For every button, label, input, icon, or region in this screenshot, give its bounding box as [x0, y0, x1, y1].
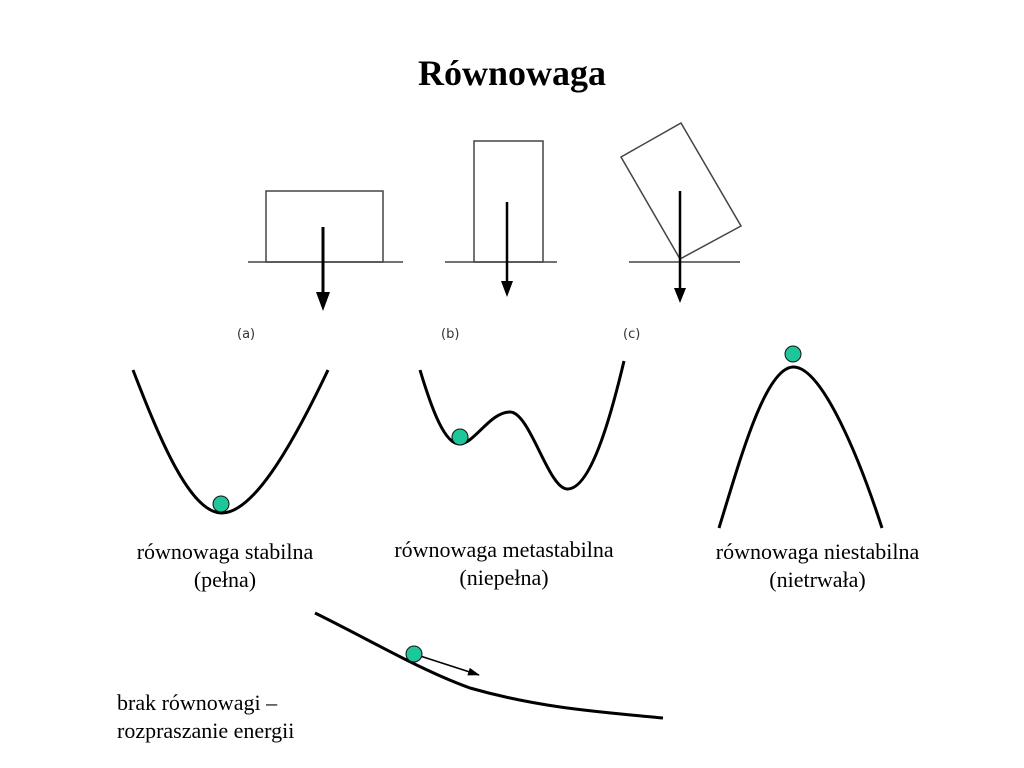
stable-equilibrium-curve [131, 369, 330, 515]
caption-no-equilibrium-line1: brak równowagi – [117, 690, 278, 715]
descending-slope [314, 611, 664, 720]
ball-rolling [405, 645, 423, 663]
block-figure-a: (a) [237, 190, 403, 342]
caption-stable-line1: równowaga stabilna [136, 539, 314, 564]
caption-no-equilibrium: brak równowagi – rozpraszanie energii [117, 689, 357, 745]
block-figure-c: (c) [619, 121, 743, 342]
caption-unstable: równowaga niestabilna (nietrwała) [690, 538, 945, 594]
weight-arrow-head [316, 292, 330, 311]
block-figure-b: (b) [441, 140, 557, 342]
figure-label-b: (b) [441, 327, 459, 342]
caption-stable-line2: (pełna) [193, 567, 257, 592]
slide-title: Równowaga [417, 53, 606, 93]
caption-unstable-line1: równowaga niestabilna [715, 539, 920, 564]
ball-metastable [451, 428, 469, 446]
block-tilted [619, 121, 743, 261]
caption-metastable: równowaga metastabilna (niepełna) [364, 536, 644, 592]
caption-metastable-line1: równowaga metastabilna [394, 537, 614, 562]
weight-arrow-head [501, 281, 513, 297]
potential-double-well [418, 360, 626, 491]
ball-stable [212, 495, 230, 513]
weight-arrow-head [674, 288, 686, 303]
no-equilibrium-curve [314, 611, 664, 720]
motion-arrow [413, 653, 480, 676]
metastable-equilibrium-curve [418, 360, 626, 491]
caption-unstable-line2: (nietrwała) [769, 567, 866, 592]
caption-metastable-line2: (niepełna) [459, 565, 549, 590]
potential-hill [717, 365, 884, 529]
caption-stable: równowaga stabilna (pełna) [110, 538, 340, 594]
potential-valley [131, 369, 330, 515]
figure-label-a: (a) [237, 327, 255, 342]
unstable-equilibrium-curve [717, 345, 884, 529]
caption-no-equilibrium-line2: rozpraszanie energii [117, 718, 295, 743]
block-tall [473, 140, 544, 263]
figure-label-c: (c) [623, 327, 640, 342]
ball-unstable [784, 345, 802, 363]
